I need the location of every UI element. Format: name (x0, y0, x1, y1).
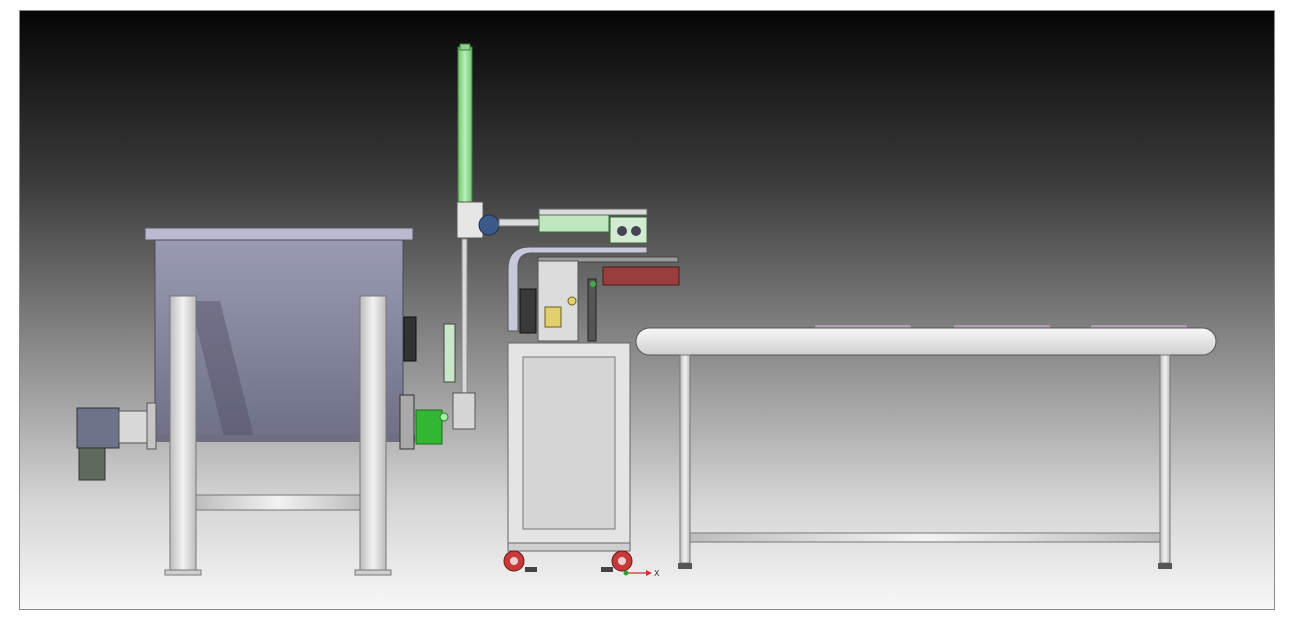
hopper-lid (144, 227, 414, 241)
gripper-green-block (415, 409, 443, 445)
lifter-arm (498, 218, 540, 227)
gripper-pivot (439, 412, 449, 422)
conveyor-belt (635, 327, 1217, 356)
conveyor (635, 325, 1217, 569)
hopper-leg-crossbar (195, 494, 361, 511)
gripper-link (452, 392, 476, 430)
station-cabinet-door (522, 356, 616, 530)
filling-station (503, 208, 680, 572)
axis-triad: X (623, 569, 660, 578)
conveyor-leg-left (679, 354, 691, 564)
station-yellow-part (544, 306, 562, 328)
caster-right-hub (618, 557, 626, 565)
caster-left-foot (525, 567, 537, 572)
conveyor-leg-right (1159, 354, 1171, 564)
gripper-cylinder (443, 323, 456, 383)
station-drive-roll-a (617, 226, 627, 236)
station-sensor (567, 296, 577, 306)
conveyor-foot-right (1158, 563, 1172, 569)
hopper-leg-right (359, 295, 387, 574)
station-drive-block (609, 216, 648, 244)
hopper-bottom-shaft (145, 435, 415, 442)
conveyor-foot-left (678, 563, 692, 569)
gear-motor-base (78, 447, 106, 481)
hopper-foot-right (354, 569, 392, 576)
cad-scene: X (76, 43, 1217, 578)
hopper-leg-left (169, 295, 197, 574)
hopper-side-valve (399, 394, 415, 450)
gear-motor-flange (146, 402, 157, 450)
lifter-assembly (415, 43, 540, 445)
hopper-foot-left (164, 569, 202, 576)
station-cabinet-base (507, 542, 631, 552)
x-axis-label: X (654, 569, 660, 578)
gear-motor-body (76, 407, 120, 449)
triad-origin (623, 570, 629, 576)
station-top-bar (538, 208, 648, 216)
x-axis-arrowhead (646, 570, 652, 576)
cad-viewport[interactable]: X (19, 10, 1275, 610)
lifter-head-block (456, 201, 484, 239)
lifter-column-cap (459, 43, 471, 51)
station-gear-stack (519, 288, 537, 334)
hopper-shadow (190, 301, 255, 441)
lifter-head-pulley (478, 214, 500, 236)
caster-left-hub (510, 557, 518, 565)
lifter-rod (461, 238, 468, 410)
caster-right-foot (601, 567, 613, 572)
station-frame-arch (507, 246, 648, 332)
conveyor-crossbar (689, 532, 1161, 543)
mixer-hopper (76, 227, 417, 576)
station-drive-roll-b (631, 226, 641, 236)
gear-motor-coupling (118, 410, 148, 444)
station-nozzle (590, 281, 596, 287)
lifter-column (457, 46, 473, 204)
station-post (587, 278, 597, 342)
station-belt (537, 256, 679, 263)
hopper-side-bracket (403, 316, 417, 362)
station-red-belt (602, 266, 680, 286)
